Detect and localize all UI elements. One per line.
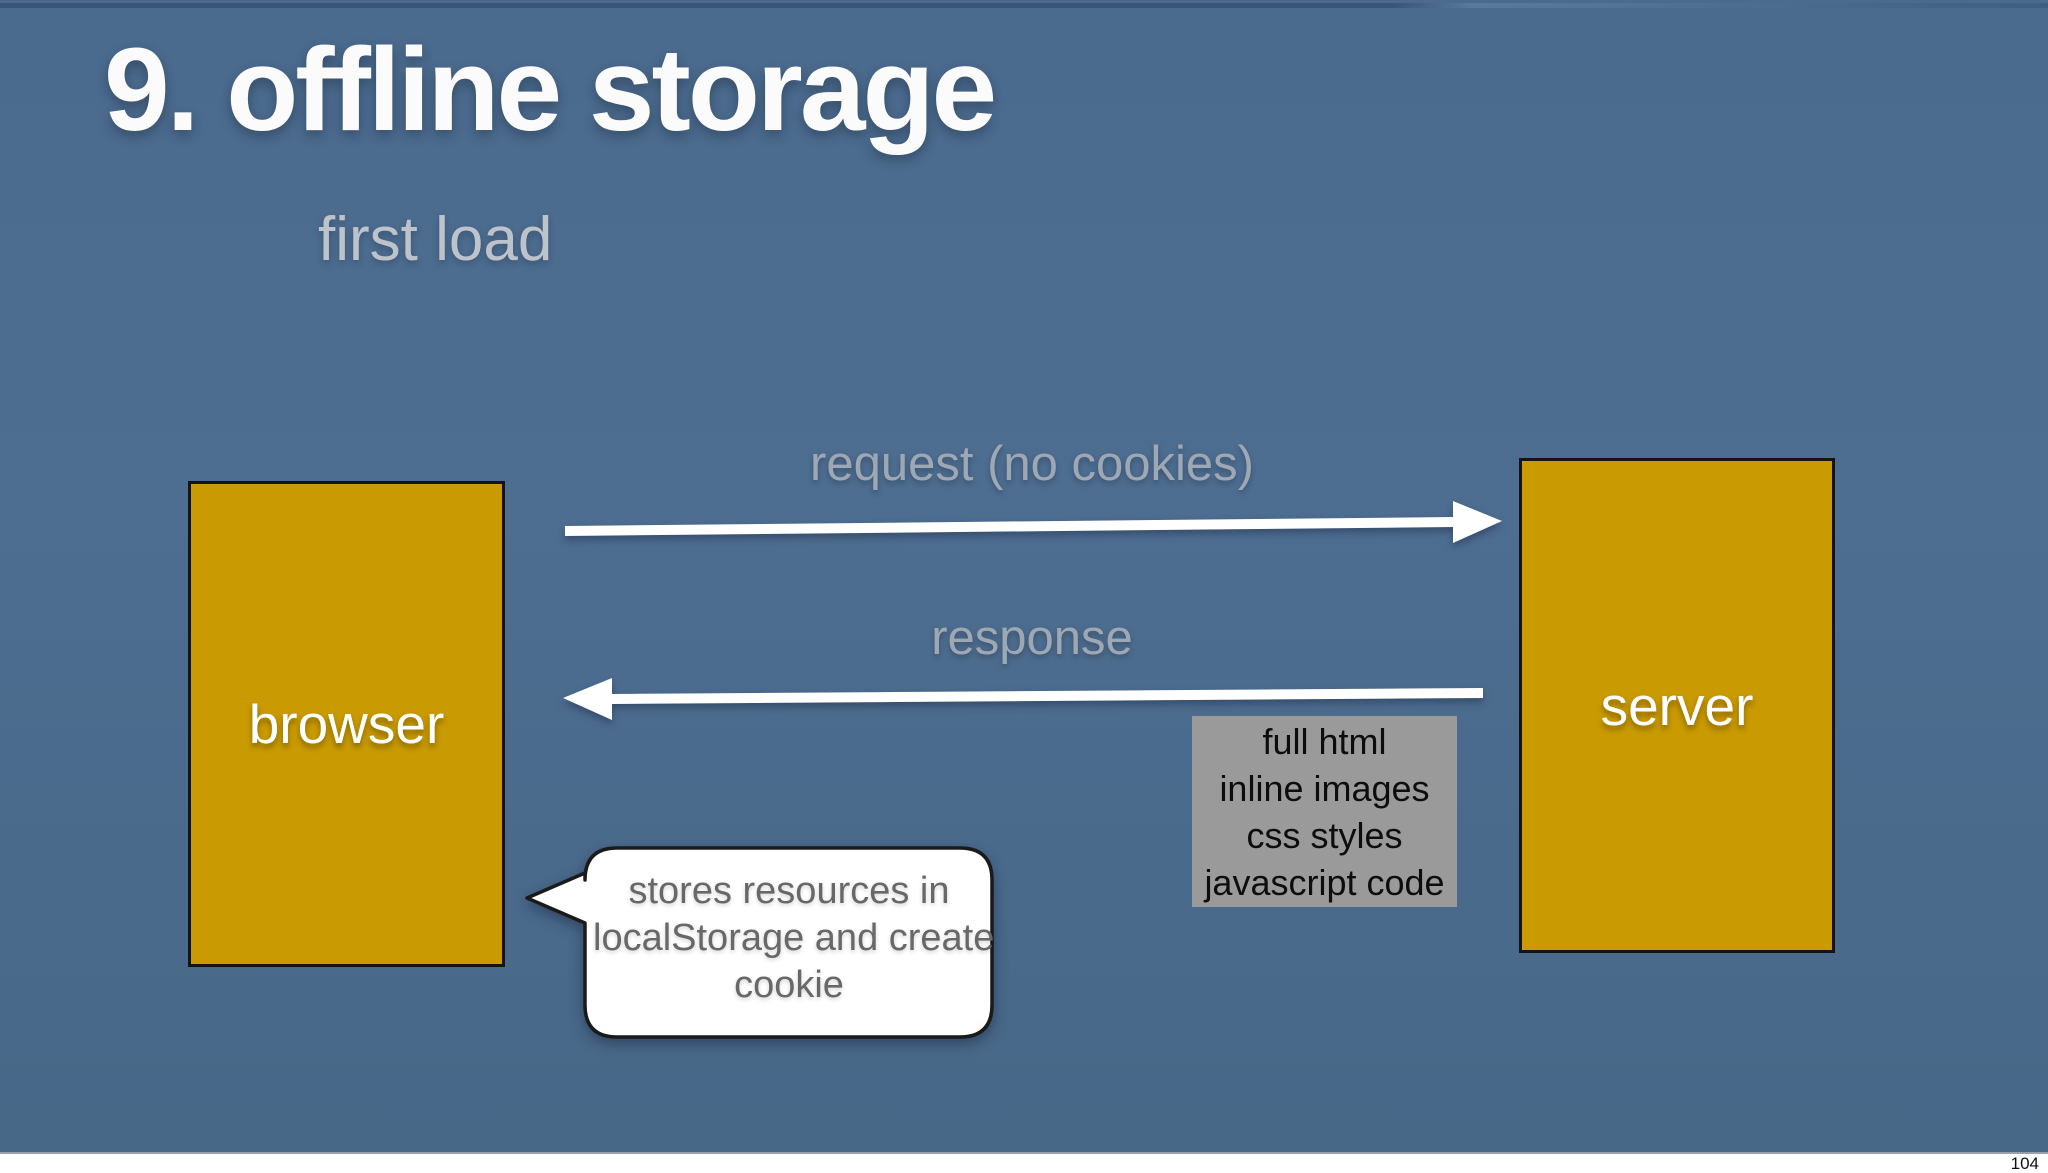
footer-bar: 104 — [0, 1152, 2048, 1173]
browser-box: browser — [188, 481, 505, 967]
slide-subtitle: first load — [318, 205, 553, 274]
note-line: cookie — [734, 964, 844, 1006]
payload-line: javascript code — [1204, 861, 1445, 903]
response-arrow — [563, 678, 1484, 720]
payload-line: full html — [1262, 720, 1387, 762]
payload-line: inline images — [1219, 767, 1430, 809]
page-number: 104 — [2010, 1154, 2039, 1173]
server-box: server — [1519, 458, 1835, 953]
note-line: localStorage and create — [593, 917, 995, 959]
request-arrow — [564, 501, 1502, 543]
response-arrow-label: response — [931, 611, 1133, 665]
slide-title: 9. offline storage — [104, 24, 997, 156]
request-arrowhead-icon — [1453, 501, 1502, 543]
note-line: stores resources in — [628, 870, 950, 912]
browser-label: browser — [248, 693, 445, 755]
slide-top-edge-shading — [0, 3, 2048, 8]
request-arrow-label: request (no cookies) — [810, 437, 1254, 491]
response-payload-box: full html inline images css styles javas… — [1192, 716, 1457, 907]
response-arrowhead-icon — [563, 678, 612, 720]
server-label: server — [1600, 674, 1754, 737]
note-bubble-text: stores resources in localStorage and cre… — [593, 868, 995, 1009]
payload-line: css styles — [1246, 814, 1403, 856]
